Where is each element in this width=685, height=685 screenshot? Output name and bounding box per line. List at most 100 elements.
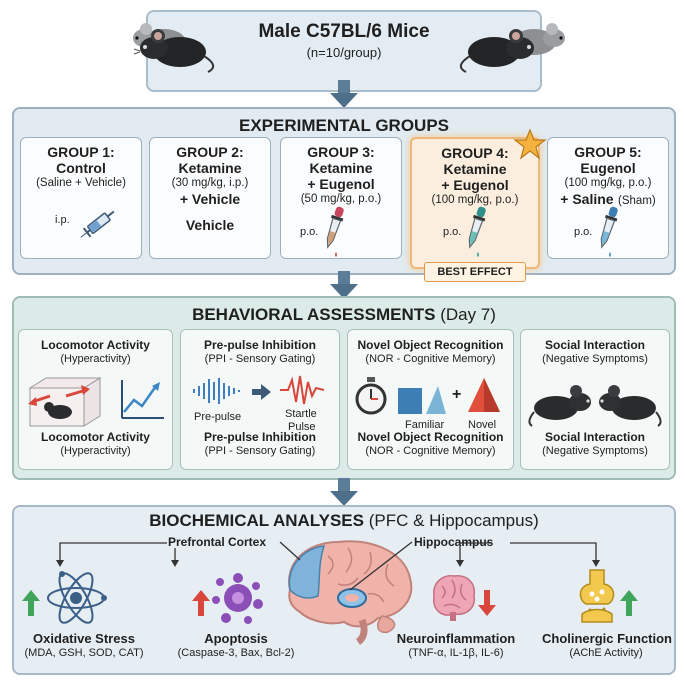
- group-card-5: GROUP 5: Eugenol (100 mg/kg, p.o.) + Sal…: [547, 137, 669, 259]
- group-5-route: p.o.: [574, 226, 593, 238]
- group-card-3: GROUP 3: Ketamine + Eugenol (50 mg/kg, p…: [280, 137, 402, 259]
- cholinergic-sub: (AChE Activity): [569, 647, 643, 659]
- group-2-name: Ketamine: [178, 160, 242, 176]
- group-card-2: GROUP 2: Ketamine (30 mg/kg, i.p.) + Veh…: [149, 137, 271, 259]
- group-3-detail: (50 mg/kg, p.o.): [300, 193, 382, 205]
- nor-heading-2: Novel Object Recognition: [357, 430, 504, 444]
- syringe-icon: [80, 210, 115, 238]
- group-3-heading: GROUP 3:: [307, 144, 375, 160]
- prepulse-wave-icon: [193, 378, 240, 404]
- group-card-1: GROUP 1: Control (Saline + Vehicle): [20, 137, 142, 259]
- stopwatch-icon: [355, 377, 387, 415]
- group-5-heading: GROUP 5:: [574, 144, 642, 160]
- up-arrow-icon: [22, 590, 40, 616]
- oxidative-sub: (MDA, GSH, SOD, CAT): [24, 647, 144, 659]
- neuroinflammation-label: Neuroinflammation (TNF-α, IL-1β, IL-6): [386, 631, 526, 660]
- social-heading-2: Social Interaction: [544, 430, 646, 444]
- apoptosis-sub: (Caspase-3, Bax, Bcl-2): [177, 647, 295, 659]
- apoptotic-cell-icon: [212, 573, 263, 624]
- flow-arrow-3: [330, 478, 358, 506]
- apoptosis-label: Apoptosis (Caspase-3, Bax, Bcl-2): [168, 631, 304, 660]
- dropper-icon: [326, 206, 344, 257]
- atom-icon: [47, 571, 107, 624]
- group-2-detail: (30 mg/kg, i.p.): [171, 177, 249, 189]
- open-field-box-icon: [28, 377, 102, 427]
- oxidative-heading: Oxidative Stress: [33, 631, 135, 646]
- activity-chart-icon: [121, 380, 164, 419]
- best-effect-badge: BEST EFFECT: [424, 262, 526, 282]
- group-1-heading: GROUP 1:: [47, 144, 115, 160]
- flow-arrow-1: [330, 80, 358, 108]
- group-5-detail: (100 mg/kg, p.o.): [564, 177, 652, 189]
- pulse-label: Pulse: [288, 421, 316, 433]
- group-3-name: Ketamine: [309, 160, 373, 176]
- group-4-name: Ketamine: [443, 161, 507, 177]
- locomotor-sub-2: (Hyperactivity): [60, 445, 131, 457]
- group-5-detail-2: (Sham): [618, 195, 656, 207]
- apoptosis-heading: Apoptosis: [204, 631, 268, 646]
- behavior-title: BEHAVIORAL ASSESSMENTS (Day 7): [100, 305, 588, 325]
- biochem-title-suffix: (PFC & Hippocampus): [368, 511, 539, 530]
- social-sub-2: (Negative Symptoms): [542, 445, 648, 457]
- neuroinflammation-heading: Neuroinflammation: [396, 631, 516, 646]
- group-2-extra: + Vehicle: [179, 191, 241, 207]
- down-arrow-icon: [478, 590, 496, 616]
- dropper-icon-teal: [468, 206, 486, 257]
- social-heading: Social Interaction: [544, 338, 646, 352]
- group-5-name-2: + Saline: [560, 191, 614, 207]
- cohort-size: (n=10/group): [306, 45, 382, 60]
- locomotor-sub: (Hyperactivity): [60, 353, 131, 365]
- plus-icon: +: [452, 386, 462, 403]
- ppi-sub-2: (PPI - Sensory Gating): [204, 445, 316, 457]
- dropper-icon-blue: [600, 206, 618, 257]
- ppi-sub: (PPI - Sensory Gating): [204, 353, 316, 365]
- behavior-title-suffix: (Day 7): [440, 305, 496, 324]
- locomotor-heading-2: Locomotor Activity: [41, 430, 150, 444]
- groups-title: EXPERIMENTAL GROUPS: [238, 116, 449, 135]
- inflamed-brain-icon: [433, 574, 476, 621]
- cohort-title: Male C57BL/6 Mice: [258, 21, 430, 42]
- startle-wave-icon: [280, 375, 325, 405]
- locomotor-heading: Locomotor Activity: [41, 338, 150, 352]
- group-1-name: Control: [56, 160, 106, 176]
- familiar-objects-icon: [398, 386, 446, 414]
- synapse-icon: [579, 569, 615, 623]
- hippocampus-label: Hippocampus: [414, 535, 494, 549]
- neuroinflammation-sub: (TNF-α, IL-1β, IL-6): [408, 647, 504, 659]
- nor-sub: (NOR - Cognitive Memory): [365, 353, 496, 365]
- group-4-name-2: + Eugenol: [441, 177, 509, 193]
- group-3-name-2: + Eugenol: [307, 176, 375, 192]
- ppi-heading-2: Pre-pulse Inhibition: [203, 430, 316, 444]
- brain-icon: [288, 540, 413, 645]
- nor-sub-2: (NOR - Cognitive Memory): [365, 445, 496, 457]
- nor-heading: Novel Object Recognition: [357, 338, 504, 352]
- group-4-detail: (100 mg/kg, p.o.): [431, 194, 519, 206]
- social-sub: (Negative Symptoms): [542, 353, 648, 365]
- group-3-route: p.o.: [300, 226, 319, 238]
- behavior-title-main: BEHAVIORAL ASSESSMENTS: [192, 305, 436, 324]
- up-arrow-icon-red: [192, 590, 210, 616]
- ppi-card: Pre-pulse Inhibition (PPI - Sensory Gati…: [180, 329, 340, 470]
- ppi-heading: Pre-pulse Inhibition: [203, 338, 316, 352]
- star-icon: [513, 128, 547, 160]
- biochem-title: BIOCHEMICAL ANALYSES (PFC & Hippocampus): [100, 511, 588, 531]
- group-5-name: Eugenol: [580, 160, 636, 176]
- pfc-label: Prefrontal Cortex: [168, 535, 267, 549]
- mouse-icon-black-right: [459, 29, 534, 73]
- group-1-detail: (Saline + Vehicle): [36, 177, 126, 189]
- cholinergic-heading: Cholinergic Function: [542, 631, 672, 646]
- novel-label: Novel: [468, 419, 497, 431]
- familiar-label: Familiar: [405, 419, 445, 431]
- biochem-title-main: BIOCHEMICAL ANALYSES: [149, 511, 364, 530]
- flow-arrow-2: [330, 271, 358, 299]
- novel-object-icon: [468, 378, 500, 412]
- cholinergic-label: Cholinergic Function (AChE Activity): [542, 631, 672, 660]
- arrow-right-icon: [252, 384, 271, 400]
- up-arrow-icon-green: [620, 590, 638, 616]
- group-card-4: GROUP 4: Ketamine + Eugenol (100 mg/kg, …: [410, 137, 540, 269]
- prepulse-label: Pre-pulse: [194, 411, 242, 423]
- group-4-route: p.o.: [443, 226, 462, 238]
- group-4-heading: GROUP 4:: [441, 145, 509, 161]
- group-1-route: i.p.: [55, 214, 70, 226]
